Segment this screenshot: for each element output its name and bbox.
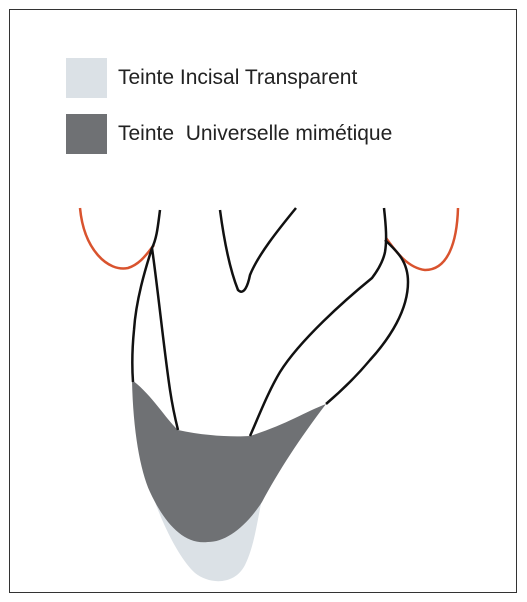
gingiva-left [80, 208, 154, 268]
gingiva-right [386, 208, 458, 270]
root-left-inner [152, 248, 178, 430]
root-right-outer [326, 240, 408, 404]
center-notch [220, 208, 296, 292]
universal-layer [132, 380, 326, 542]
root-left-outer [132, 210, 160, 382]
